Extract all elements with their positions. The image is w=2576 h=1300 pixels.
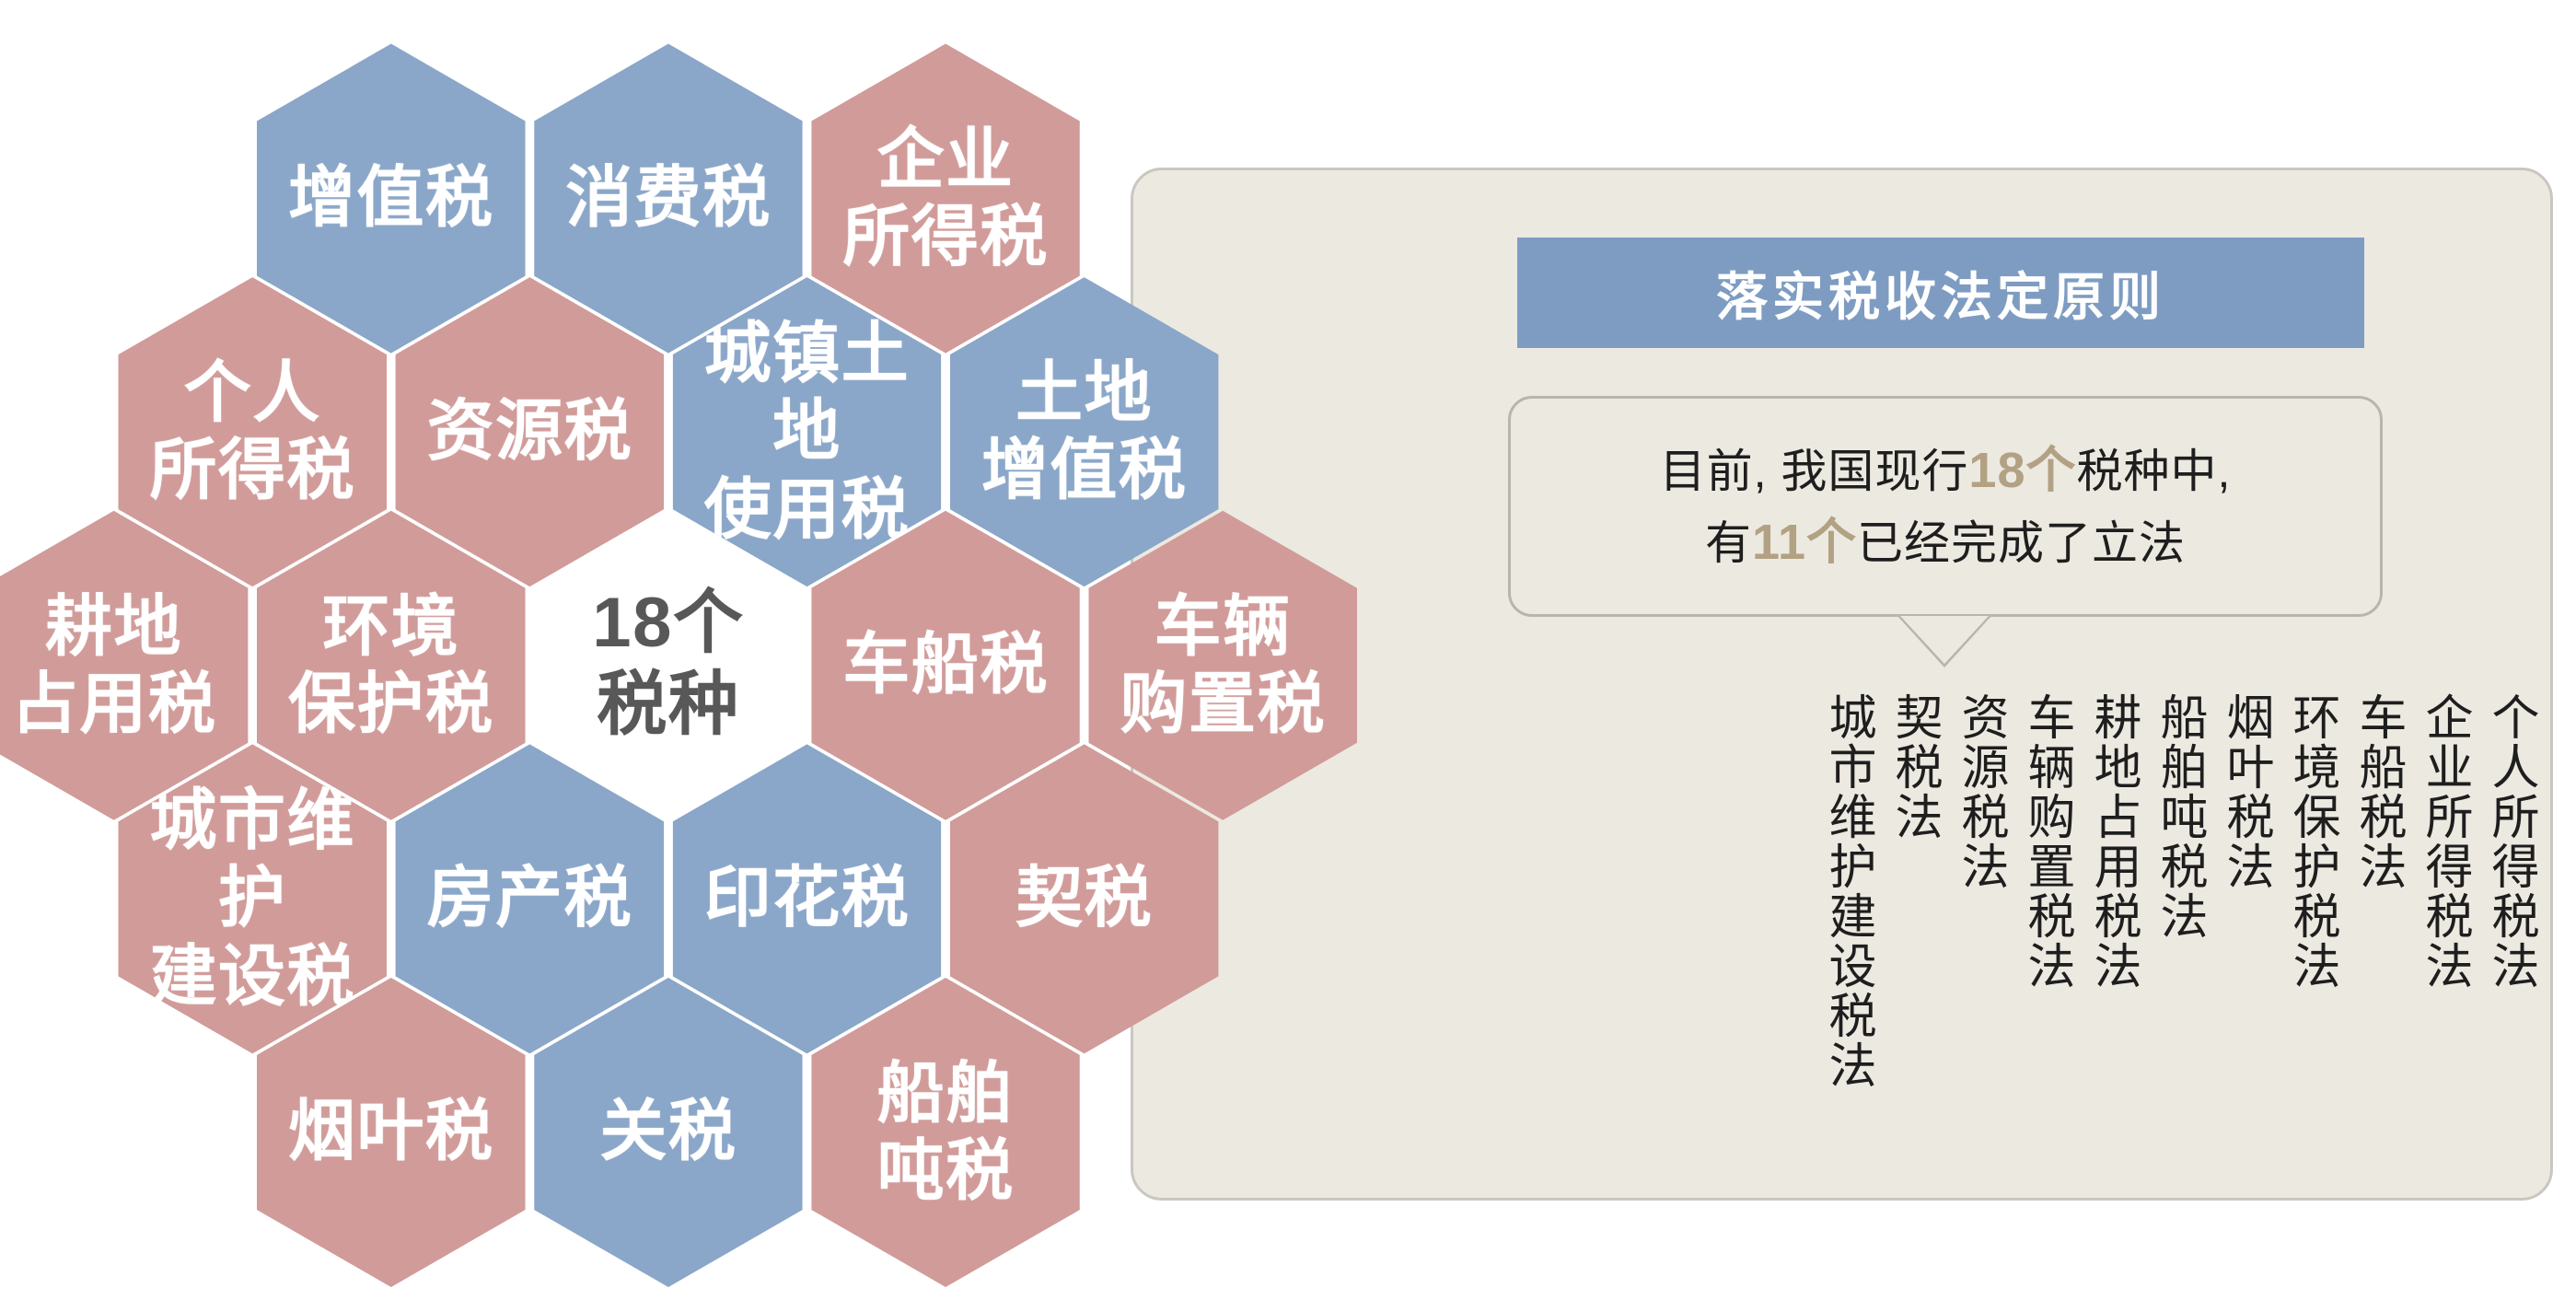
law-item: 城市维护建设税法 [1821, 692, 1874, 1090]
hex-label: 契税 [1015, 860, 1154, 936]
hex-label: 房产税 [426, 860, 633, 936]
law-item: 船舶吨税法 [2152, 692, 2206, 941]
hex-label: 烟叶税 [288, 1093, 494, 1170]
hex-label: 船舶 吨税 [876, 1054, 1015, 1209]
enacted-tax-law-list: 个人所得税法 企业所得税法 车船税法 环境保护税法 烟叶税法 船舶吨税法 耕地占… [1432, 692, 2537, 1190]
hex-label: 资源税 [426, 392, 633, 470]
hex-tax-2[interactable]: 企业 所得税 [811, 43, 1080, 354]
hex-label: 个人 所得税 [149, 354, 355, 508]
law-item: 车船税法 [2351, 692, 2405, 891]
hex-tax-center[interactable]: 18个 税种 [534, 510, 803, 820]
hex-label: 车辆 购置税 [1120, 587, 1326, 742]
callout-line-2: 有11个已经完成了立法 [1705, 506, 2186, 578]
law-item: 契税法 [1887, 692, 1941, 842]
law-item: 烟叶税法 [2219, 692, 2272, 891]
law-item: 车辆购置税法 [2020, 692, 2073, 991]
hex-label: 土地 增值税 [981, 354, 1188, 508]
law-item: 耕地占用税法 [2086, 692, 2140, 991]
hex-label: 车船税 [842, 626, 1049, 702]
callout-pointer-icon [1900, 616, 1989, 664]
hex-label: 增值税 [288, 159, 494, 236]
hex-tax-10[interactable]: 车船税 [811, 510, 1080, 820]
panel-title-bar: 落实税收法定原则 [1517, 238, 2364, 348]
law-item: 企业所得税法 [2418, 692, 2471, 991]
callout-line1-number: 18个 [1968, 442, 2077, 498]
hex-label-center: 18个 税种 [592, 586, 745, 745]
hex-label: 企业 所得税 [842, 120, 1049, 274]
panel-title-text: 落实税收法定原则 [1716, 267, 2165, 326]
callout-line2-post: 已经完成了立法 [1857, 517, 2187, 569]
callout-line2-number: 11个 [1751, 515, 1858, 570]
hex-tax-11[interactable]: 车辆 购置税 [1088, 510, 1358, 820]
callout-line-1: 目前, 我国现行18个税种中, [1660, 435, 2232, 506]
callout-box: 目前, 我国现行18个税种中, 有11个已经完成了立法 [1508, 396, 2383, 617]
callout-line1-pre: 目前, 我国现行 [1659, 445, 1969, 497]
hex-label: 消费税 [565, 159, 772, 236]
hex-tax-8[interactable]: 环境 保护税 [256, 510, 526, 820]
hex-label: 城市维护 建设税 [149, 782, 355, 1015]
tax-type-hex-grid: 增值税 消费税 企业 所得税 个人 所得税 资源税 城镇土地 使用税 土地 增值… [0, 43, 1358, 1287]
hex-label: 印花税 [703, 860, 911, 936]
hex-tax-5[interactable]: 城镇土地 使用税 [672, 277, 942, 587]
hex-label: 城镇土地 使用税 [703, 315, 911, 547]
callout-line2-pre: 有 [1704, 517, 1752, 569]
hex-label: 耕地 占用税 [10, 587, 217, 742]
hex-label: 关税 [599, 1093, 737, 1170]
law-item: 资源税法 [1954, 692, 2007, 891]
law-item: 个人所得税法 [2484, 692, 2537, 991]
callout-line1-post: 税种中, [2076, 445, 2232, 497]
hex-label: 环境 保护税 [288, 587, 494, 742]
law-item: 环境保护税法 [2285, 692, 2338, 991]
